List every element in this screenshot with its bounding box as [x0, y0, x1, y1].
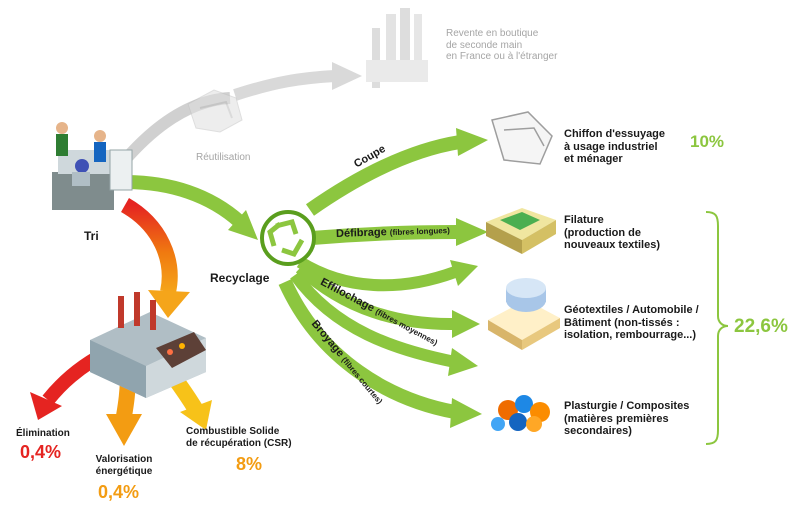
- tri-to-factory-arrow: [120, 198, 178, 294]
- branch-effilochage-1: [296, 256, 458, 292]
- pct-elimination: 0,4%: [20, 442, 62, 462]
- reutilisation-label: Réutilisation: [196, 152, 251, 163]
- resale-arrow: [233, 70, 336, 101]
- elimination-arrowhead: [30, 392, 62, 420]
- pct-group: 22,6%: [734, 316, 788, 337]
- branch-defibrage-arrowhead: [456, 218, 488, 246]
- branch-effilochage-3: [290, 271, 457, 368]
- revente-label: Revente en boutique de seconde main en F…: [446, 28, 558, 62]
- output-filature: Filature (production de nouveaux textile…: [564, 214, 660, 252]
- branch-effilochage-2: [295, 263, 456, 331]
- valorisation-label: Valorisation énergétique: [95, 454, 153, 477]
- tri-to-recycling-arrow: [124, 175, 245, 228]
- incineration-factory-icon: [90, 292, 206, 398]
- clothes-bundle-icon: [187, 89, 243, 133]
- tri-label: Tri: [84, 229, 99, 243]
- output-geotextiles: Géotextiles / Automobile / Bâtiment (non…: [564, 304, 699, 342]
- branch-effilochage-2-arrowhead: [452, 310, 480, 338]
- resale-arrowhead: [332, 62, 362, 90]
- pct-csr: 8%: [236, 454, 263, 474]
- branch-coupe: [305, 135, 462, 216]
- branch-broyage-arrowhead: [450, 398, 482, 428]
- csr-arrowhead: [180, 400, 212, 430]
- defibrage-text: Défibrage: [335, 226, 387, 240]
- elimination-label: Élimination: [16, 428, 70, 439]
- csr-label: Combustible Solide de récupération (CSR): [186, 426, 292, 449]
- recycle-symbol-icon: [260, 210, 316, 266]
- spinning-yarn-icon: [486, 208, 556, 254]
- valorisation-arrowhead: [106, 414, 142, 446]
- branch-effilochage-3-arrowhead: [448, 348, 478, 376]
- plastic-composite-icon: [491, 395, 550, 432]
- pct-chiffon: 10%: [690, 132, 725, 151]
- output-chiffon: Chiffon d'essuyage à usage industriel et…: [564, 128, 666, 166]
- tri-to-recycling-arrowhead: [228, 210, 258, 240]
- wiping-cloth-icon: [491, 111, 553, 165]
- branch-effilochage-1-arrowhead: [450, 260, 478, 286]
- second-hand-shop-icon: [366, 8, 428, 88]
- output-plasturgie: Plasturgie / Composites (matières premiè…: [564, 400, 690, 438]
- branch-defibrage: [311, 225, 459, 245]
- recyclage-label: Recyclage: [210, 271, 270, 285]
- branch-coupe-arrowhead: [456, 128, 488, 156]
- branch-broyage: [278, 279, 457, 419]
- pct-valorisation: 0,4%: [98, 482, 140, 502]
- group-brace: [705, 211, 729, 445]
- nonwoven-roll-icon: [488, 278, 560, 350]
- defibrage-note: (fibres longues): [389, 226, 450, 238]
- sorting-workers-icon: [52, 122, 133, 210]
- tri-to-factory-arrowhead: [148, 290, 190, 318]
